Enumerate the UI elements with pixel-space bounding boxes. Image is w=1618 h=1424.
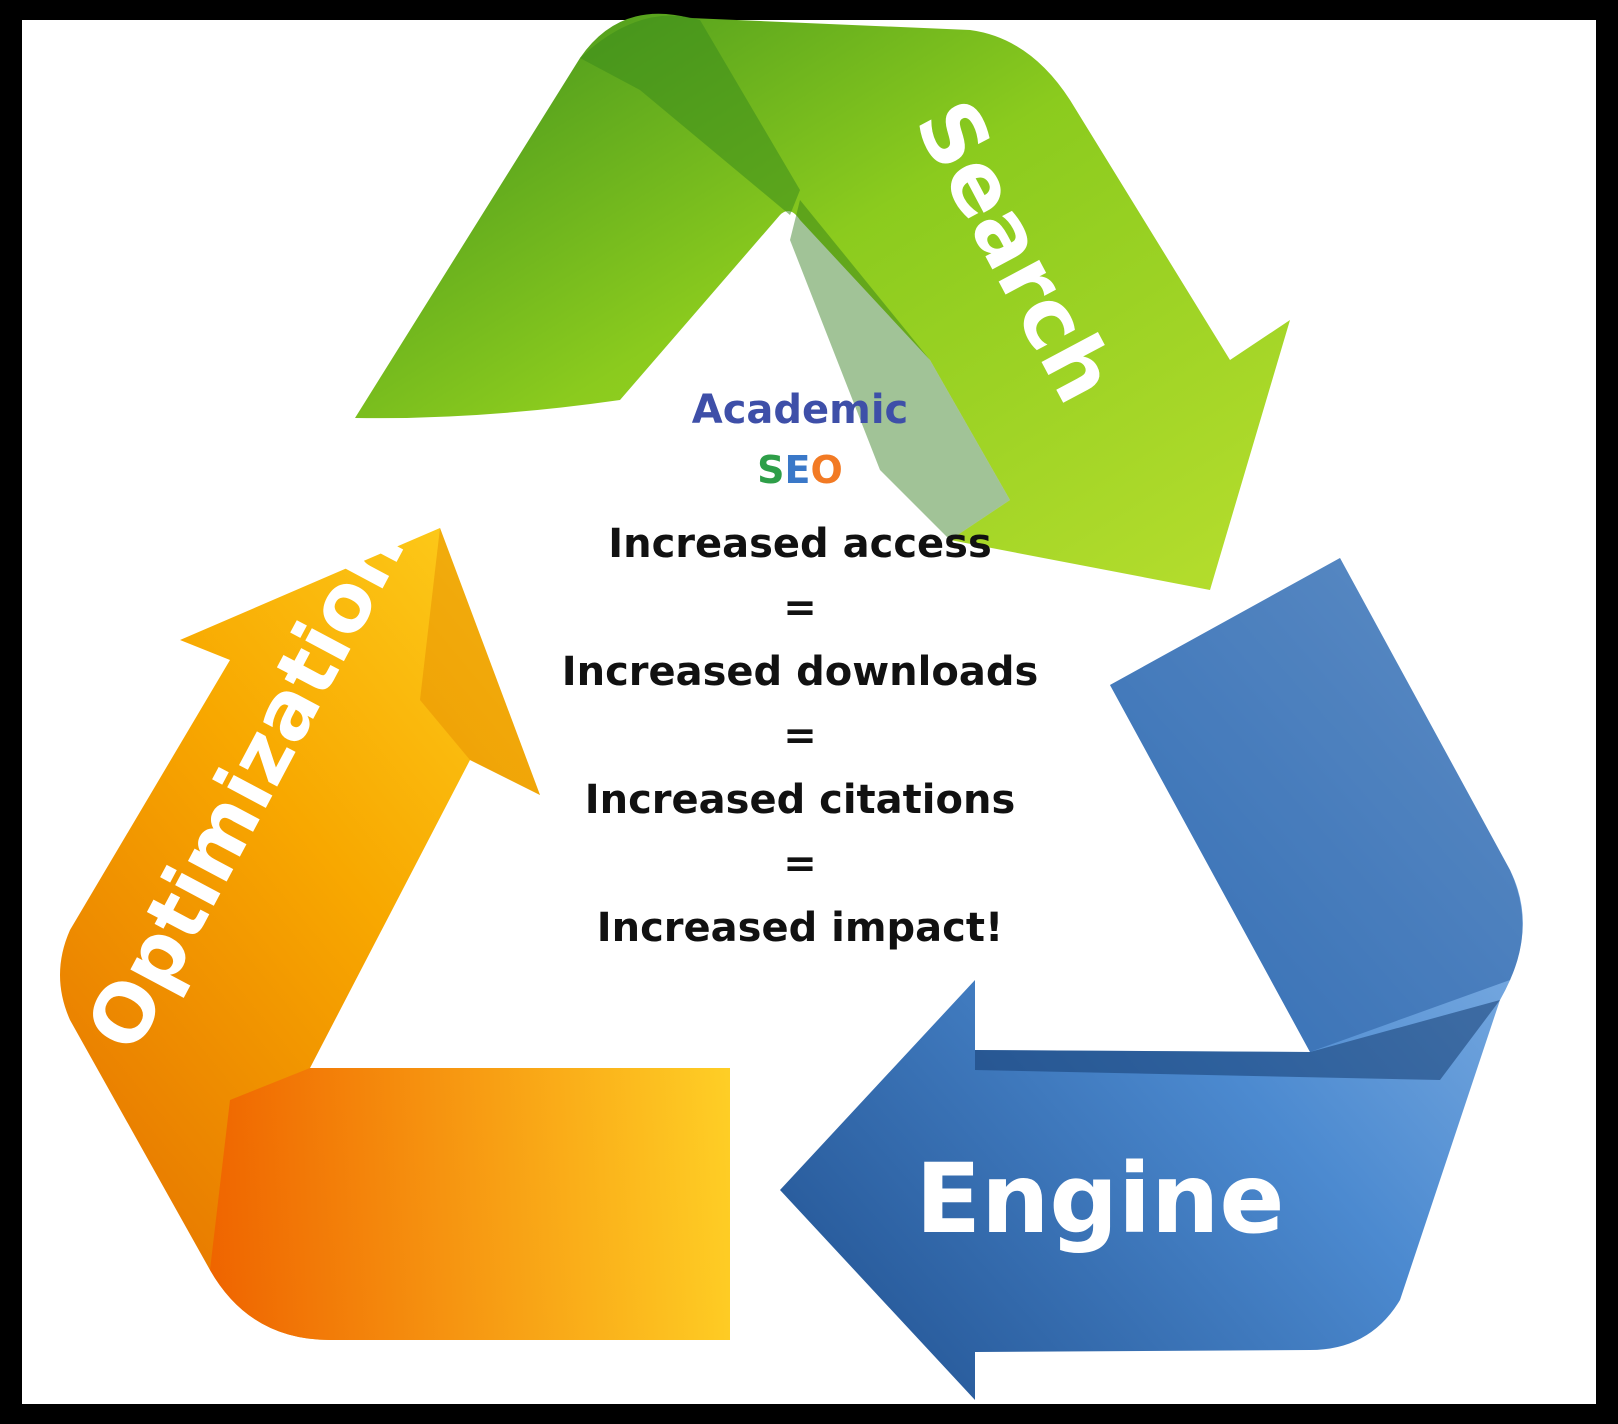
equals-sign: =: [783, 585, 817, 631]
statement-impact: Increased impact!: [596, 905, 1004, 951]
statement-citations: Increased citations: [584, 777, 1016, 823]
brand-seo-o: O: [810, 448, 843, 492]
center-text-block: Academic SEO Increased access = Increase…: [500, 380, 1100, 960]
brand-academic: Academic: [691, 387, 909, 433]
brand-seo: SEO: [500, 440, 1100, 504]
search-arrow: [355, 13, 1290, 591]
engine-label: Engine: [916, 1143, 1285, 1255]
brand-seo-s: S: [757, 448, 785, 492]
equals-sign: =: [783, 841, 817, 887]
statement-access: Increased access: [608, 521, 992, 567]
engine-arrow: [780, 558, 1523, 1400]
optimization-arrow: [60, 528, 730, 1340]
equals-sign: =: [783, 713, 817, 759]
brand-seo-e: E: [784, 448, 811, 492]
statement-downloads: Increased downloads: [561, 649, 1039, 695]
